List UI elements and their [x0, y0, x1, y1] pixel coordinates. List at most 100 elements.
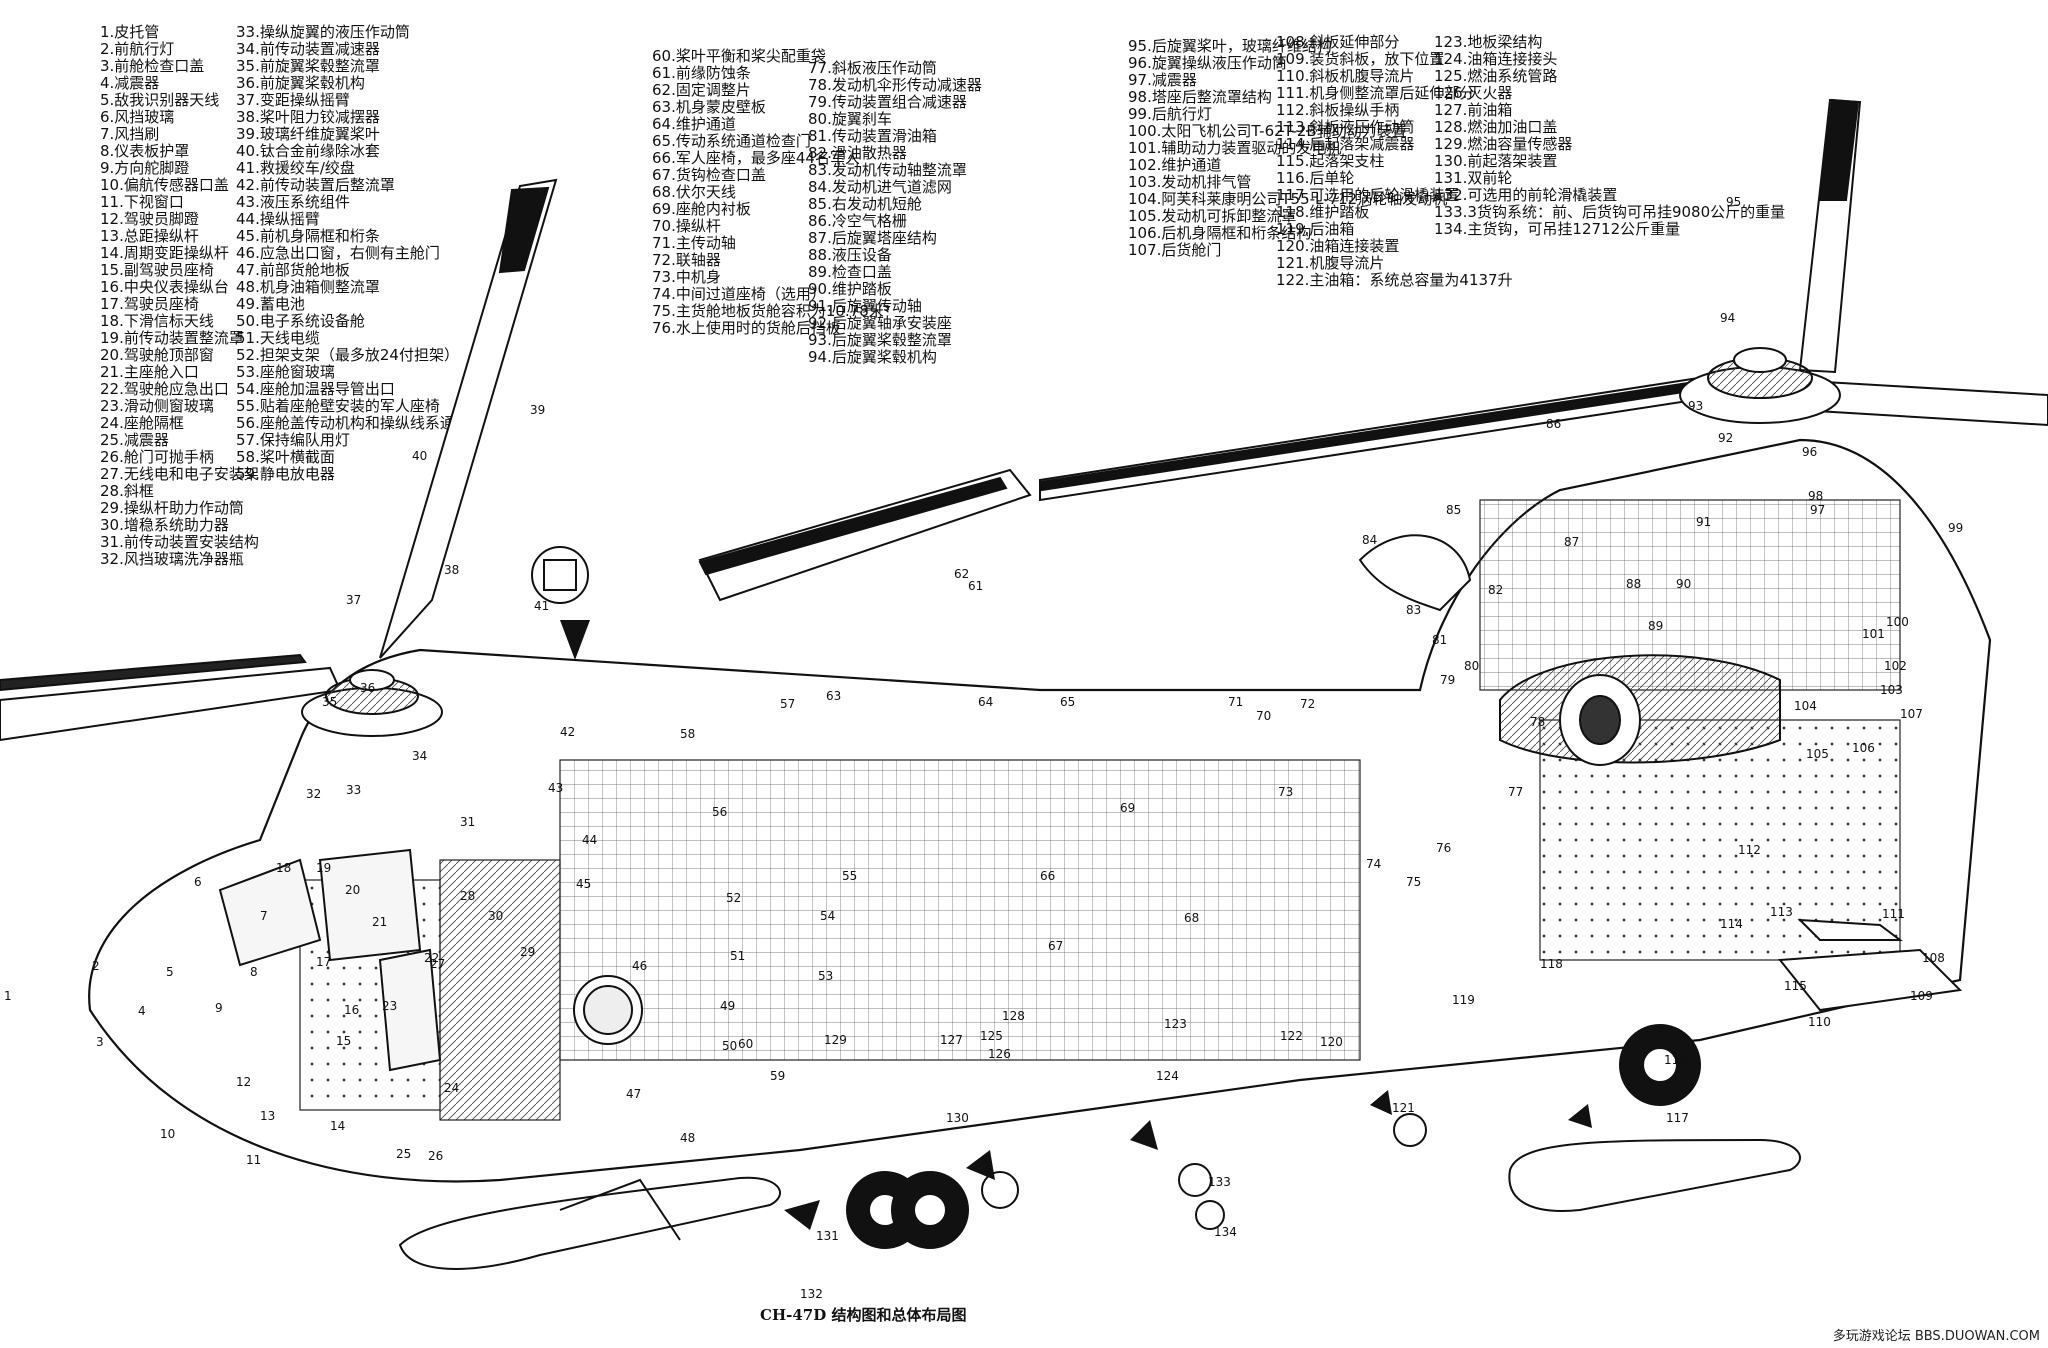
- callout-number: 42: [560, 725, 575, 739]
- front-rotor-hub: [301, 669, 443, 737]
- legend-item: 1.皮托管: [100, 23, 160, 41]
- legend-item: 15.副驾驶员座椅: [100, 261, 214, 279]
- callout-number: 53: [818, 969, 833, 983]
- legend-item: 111.机身侧整流罩后延伸部分: [1276, 84, 1475, 102]
- legend-item: 13.总距操纵杆: [100, 227, 199, 245]
- legend-item: 133.3货钩系统：前、后货钩可吊挂9080公斤的重量: [1434, 203, 1786, 221]
- legend-item: 19.前传动装置整流罩: [100, 329, 244, 347]
- callout-number: 20: [345, 883, 360, 897]
- callout-number: 99: [1948, 521, 1963, 535]
- callout-number: 5: [166, 965, 174, 979]
- legend-item: 115.起落架支柱: [1276, 152, 1385, 170]
- legend-item: 116.后单轮: [1276, 169, 1355, 187]
- legend-item: 8.仪表板护罩: [100, 142, 190, 160]
- legend-item: 32.风挡玻璃洗净器瓶: [100, 550, 244, 568]
- callout-number: 76: [1436, 841, 1451, 855]
- callout-number: 110: [1808, 1015, 1831, 1029]
- callout-number: 7: [260, 909, 268, 923]
- legend-item: 41.救援绞车/绞盘: [236, 159, 355, 177]
- legend-item: 57.保持编队用灯: [236, 431, 350, 449]
- callout-number: 75: [1406, 875, 1421, 889]
- callout-number: 108: [1922, 951, 1945, 965]
- callout-number: 9: [215, 1001, 223, 1015]
- legend-item: 44.操纵摇臂: [236, 210, 320, 228]
- callout-number: 113: [1770, 905, 1793, 919]
- legend-item: 38.桨叶阻力铰减摆器: [236, 108, 380, 126]
- callout-number: 65: [1060, 695, 1075, 709]
- legend-item: 134.主货钩，可吊挂12712公斤重量: [1434, 220, 1681, 238]
- callout-number: 103: [1880, 683, 1903, 697]
- callout-number: 18: [276, 861, 291, 875]
- callout-number: 68: [1184, 911, 1199, 925]
- rear-landing-gear: [1619, 1024, 1701, 1106]
- legend-item: 66.军人座椅，最多座44名军人: [652, 149, 860, 167]
- callout-number: 64: [978, 695, 993, 709]
- legend-item: 96.旋翼操纵液压作动筒: [1128, 54, 1287, 72]
- rear-rotor-hub: [1679, 347, 1841, 424]
- legend-item: 31.前传动装置安装结构: [100, 533, 259, 551]
- rear-wheel-skid: [1508, 1138, 1801, 1212]
- callout-number: 58: [680, 727, 695, 741]
- callout-number: 52: [726, 891, 741, 905]
- callout-number: 125: [980, 1029, 1003, 1043]
- legend-item: 47.前部货舱地板: [236, 261, 350, 279]
- legend-item: 108.斜板延伸部分: [1276, 33, 1400, 51]
- legend-item: 65.传动系统通道检查门: [652, 132, 811, 150]
- legend-item: 62.固定调整片: [652, 81, 751, 99]
- legend-item: 42.前传动装置后整流罩: [236, 176, 395, 194]
- legend-item: 37.变距操纵摇臂: [236, 91, 350, 109]
- legend-item: 51.天线电缆: [236, 329, 320, 347]
- legend-item: 20.驾驶舱顶部窗: [100, 346, 214, 364]
- callout-number: 87: [1564, 535, 1579, 549]
- callout-number: 118: [1540, 957, 1563, 971]
- legend-item: 131.双前轮: [1434, 169, 1513, 187]
- callout-number: 80: [1464, 659, 1479, 673]
- legend-item: 18.下滑信标天线: [100, 312, 214, 330]
- legend-item: 26.舱门可抛手柄: [100, 448, 214, 466]
- callout-number: 33: [346, 783, 361, 797]
- legend-item: 67.货钩检查口盖: [652, 166, 766, 184]
- callout-number: 28: [460, 889, 475, 903]
- callout-number: 85: [1446, 503, 1461, 517]
- callout-number: 1: [4, 989, 12, 1003]
- callout-number: 46: [632, 959, 647, 973]
- callout-number: 27: [430, 957, 445, 971]
- engine-nacelle: [1358, 534, 1781, 766]
- callout-number: 111: [1882, 907, 1905, 921]
- callout-number: 59: [770, 1069, 785, 1083]
- callout-number: 104: [1794, 699, 1817, 713]
- legend-item: 128.燃油加油口盖: [1434, 118, 1558, 136]
- callout-number: 24: [444, 1081, 459, 1095]
- callout-number: 3: [96, 1035, 104, 1049]
- legend-item: 61.前缘防蚀条: [652, 64, 751, 82]
- rear-rotor-blades: [698, 98, 2048, 602]
- legend-item: 117.可选用的后轮滑橇装置: [1276, 186, 1460, 204]
- callout-number: 44: [582, 833, 597, 847]
- legend-item: 14.周期变距操纵杆: [100, 244, 229, 262]
- callout-number: 86: [1546, 417, 1561, 431]
- legend-item: 36.前旋翼桨毂机构: [236, 74, 365, 92]
- legend-item: 7.风挡刷: [100, 125, 160, 143]
- callout-number: 19: [316, 861, 331, 875]
- legend-item: 125.燃油系统管路: [1434, 67, 1558, 85]
- legend-item: 94.后旋翼桨毂机构: [808, 348, 937, 366]
- legend-item: 50.电子系统设备舱: [236, 312, 365, 330]
- legend-item: 119.后油箱: [1276, 220, 1355, 238]
- callout-number: 133: [1208, 1175, 1231, 1189]
- legend-item: 29.操纵杆助力作动筒: [100, 499, 244, 517]
- legend-item: 60.桨叶平衡和桨尖配重袋: [652, 47, 826, 65]
- legend-item: 11.下视窗口: [100, 193, 184, 211]
- legend-item: 28.斜框: [100, 482, 154, 500]
- callout-number: 67: [1048, 939, 1063, 953]
- callout-number: 88: [1626, 577, 1641, 591]
- callout-number: 124: [1156, 1069, 1179, 1083]
- legend-item: 39.玻璃纤维旋翼桨叶: [236, 125, 380, 143]
- legend-item: 77.斜板液压作动筒: [808, 59, 937, 77]
- legend-item: 103.发动机排气管: [1128, 173, 1252, 191]
- callout-number: 105: [1806, 747, 1829, 761]
- callout-number: 72: [1300, 697, 1315, 711]
- callout-number: 25: [396, 1147, 411, 1161]
- callout-number: 6: [194, 875, 202, 889]
- callout-number: 131: [816, 1229, 839, 1243]
